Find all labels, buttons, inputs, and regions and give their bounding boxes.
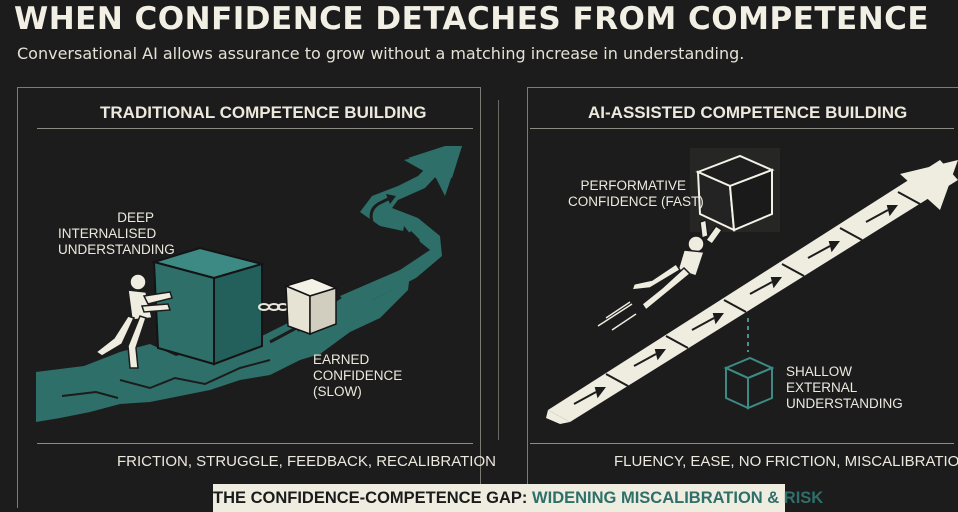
chain-icon xyxy=(258,303,289,311)
banner-prefix: THE CONFIDENCE-COMPETENCE GAP: xyxy=(213,489,528,507)
label-line: INTERNALISED xyxy=(58,226,157,241)
left-footer-rule xyxy=(37,443,473,444)
label-line: SHALLOW xyxy=(786,364,853,379)
speed-lines xyxy=(597,301,637,331)
left-panel-footer: FRICTION, STRUGGLE, FEEDBACK, RECALIBRAT… xyxy=(117,453,496,470)
track-arrow-icons xyxy=(573,205,898,405)
path-arrow xyxy=(402,226,412,238)
center-divider xyxy=(498,100,499,440)
earned-confidence-cube xyxy=(283,277,339,336)
gap-banner: THE CONFIDENCE-COMPETENCE GAP: WIDENING … xyxy=(213,484,823,512)
pushing-person-icon xyxy=(94,273,173,369)
winding-path xyxy=(340,146,462,310)
terrain-crack xyxy=(119,359,271,390)
label-earned-confidence: EARNED CONFIDENCE (SLOW) xyxy=(313,352,402,400)
right-panel-footer: FLUENCY, EASE, NO FRICTION, MISCALIBRATI… xyxy=(614,453,958,470)
performative-confidence-cube xyxy=(690,148,780,232)
page-title: WHEN CONFIDENCE DETACHES FROM COMPETENCE xyxy=(14,1,930,37)
label-line: UNDERSTANDING xyxy=(58,242,175,257)
label-performative-confidence: PERFORMATIVE CONFIDENCE (FAST) xyxy=(568,178,704,210)
path-arrow xyxy=(395,230,420,264)
label-line: EARNED xyxy=(313,352,370,367)
label-line: UNDERSTANDING xyxy=(786,396,903,411)
page-subtitle: Conversational AI allows assurance to gr… xyxy=(17,44,745,63)
left-panel-title: TRADITIONAL COMPETENCE BUILDING xyxy=(100,103,427,122)
right-panel-frame xyxy=(527,87,958,508)
path-arrowhead xyxy=(404,146,462,196)
right-title-rule xyxy=(530,128,954,129)
banner-accent: WIDENING MISCALIBRATION & RISK xyxy=(532,489,824,507)
left-panel-frame xyxy=(17,87,481,508)
label-line: PERFORMATIVE xyxy=(580,178,686,193)
shallow-understanding-cube xyxy=(723,356,775,410)
right-footer-rule xyxy=(530,443,954,444)
label-line: EXTERNAL xyxy=(786,380,858,395)
label-line: CONFIDENCE xyxy=(313,368,403,383)
right-panel-title: AI-ASSISTED COMPETENCE BUILDING xyxy=(588,103,908,122)
flying-person-icon xyxy=(630,218,724,312)
label-shallow-understanding: SHALLOW EXTERNAL UNDERSTANDING xyxy=(786,364,903,412)
label-line: CONFIDENCE (FAST) xyxy=(568,194,704,209)
terrain-crack xyxy=(61,390,119,399)
label-line: (SLOW) xyxy=(313,384,362,399)
left-title-rule xyxy=(37,128,473,129)
label-deep-understanding: DEEP INTERNALISED UNDERSTANDING xyxy=(58,210,175,258)
deep-understanding-cube xyxy=(150,246,266,366)
path-arrow xyxy=(369,196,391,223)
path-arrow xyxy=(386,194,396,204)
label-line: DEEP xyxy=(117,210,154,225)
